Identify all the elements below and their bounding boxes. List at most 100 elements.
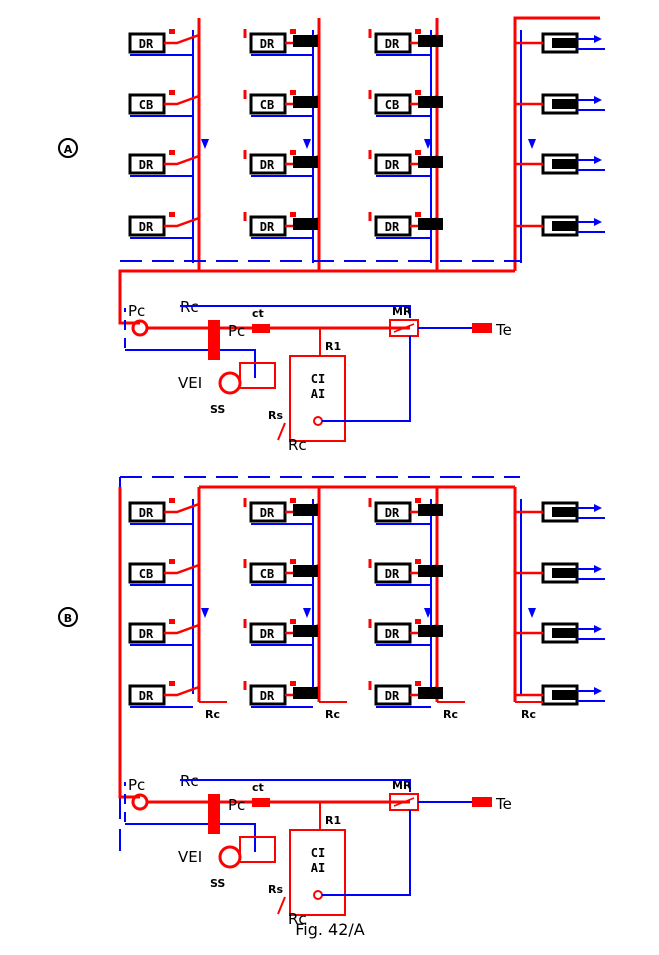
radiator-label: DR	[385, 689, 400, 703]
figure-caption: Fig. 42/A	[295, 920, 365, 939]
sensor-return	[180, 779, 411, 792]
supply-branch	[164, 563, 200, 575]
drain-stub	[277, 422, 286, 441]
riser-tag	[418, 218, 443, 230]
valve-label: Pc	[228, 796, 245, 814]
flow-arrow	[528, 139, 536, 149]
expansion-pipe	[239, 836, 276, 863]
radiator-label: CB	[385, 98, 399, 112]
valve	[290, 619, 296, 624]
radiator-label: DR	[260, 220, 275, 234]
radiator-label: DR	[139, 506, 154, 520]
controller-sensor	[313, 890, 323, 900]
radiator-label: DR	[139, 220, 154, 234]
valve	[290, 150, 296, 155]
radiator-label: DR	[385, 506, 400, 520]
radiator-label: CB	[139, 98, 153, 112]
control-valve	[252, 798, 270, 807]
valve	[415, 559, 421, 564]
te-label: Te	[495, 321, 512, 339]
valve	[290, 212, 296, 217]
valve	[169, 681, 175, 686]
expansion-vessel	[218, 371, 242, 395]
radiator-label: DR	[385, 220, 400, 234]
expansion-pipe	[239, 362, 276, 389]
panel-marker-label: A	[64, 143, 73, 156]
riser-tag	[293, 218, 318, 230]
supply-header	[513, 16, 600, 30]
supply-branch	[164, 502, 200, 514]
supply-branch	[164, 685, 200, 697]
riser-tag	[293, 625, 318, 637]
supply-main	[118, 269, 199, 325]
ct-label: ct	[252, 307, 264, 320]
rc-label: Rc	[288, 910, 307, 928]
valve	[415, 681, 421, 686]
radiator-label: DR	[260, 37, 275, 51]
mixing-valve-mark	[393, 323, 415, 333]
radiator-label: DR	[260, 506, 275, 520]
valve	[169, 212, 175, 217]
rs-label: Rs	[268, 883, 283, 896]
radiator-label: DR	[385, 627, 400, 641]
return-label: Rc	[205, 708, 220, 721]
radiator-label: DR	[260, 689, 275, 703]
flow-arrow	[594, 565, 602, 573]
controller-line-2: AI	[311, 387, 325, 401]
valve-label: Pc	[228, 322, 245, 340]
radiator-fill	[552, 38, 576, 48]
flow-arrow	[594, 504, 602, 512]
panel-marker-label: B	[64, 612, 72, 625]
flow-arrow	[594, 625, 602, 633]
supply-branch	[164, 623, 200, 635]
rs-label: Rs	[268, 409, 283, 422]
riser-tag	[418, 156, 443, 168]
radiator-fill	[552, 690, 576, 700]
radiator-fill	[552, 628, 576, 638]
r1-label: R1	[325, 340, 341, 353]
flow-arrow	[594, 687, 602, 695]
radiator-label: DR	[385, 158, 400, 172]
boiler	[208, 320, 220, 360]
radiator-label: DR	[139, 158, 154, 172]
riser-tag	[418, 504, 443, 516]
flow-arrow	[303, 139, 311, 149]
radiator-label: DR	[139, 689, 154, 703]
valve	[415, 498, 421, 503]
radiator-label: CB	[260, 98, 274, 112]
return-label: Rc	[325, 708, 340, 721]
radiator-label: DR	[260, 158, 275, 172]
flow-arrow	[594, 35, 602, 43]
return-label: Rc	[443, 708, 458, 721]
valve	[290, 681, 296, 686]
sensor-wire	[322, 336, 411, 422]
valve	[415, 29, 421, 34]
mr-label: MR	[392, 305, 412, 318]
valve	[290, 90, 296, 95]
flow-arrow	[424, 608, 432, 618]
valve	[169, 90, 175, 95]
controller-line-2: AI	[311, 861, 325, 875]
vei-label: VEI	[178, 374, 202, 392]
riser-tag	[418, 687, 443, 699]
controller-line-1: CI	[311, 372, 325, 386]
valve	[169, 150, 175, 155]
flow-arrow	[528, 608, 536, 618]
pump-label: Pc	[128, 776, 145, 794]
radiator-label: DR	[385, 567, 400, 581]
rc-label: Rc	[288, 436, 307, 454]
panel-marker-circle	[58, 138, 78, 158]
controller-line-1: CI	[311, 846, 325, 860]
drain-stub	[277, 896, 286, 915]
riser-tag	[293, 504, 318, 516]
valve	[169, 498, 175, 503]
r1-label: R1	[325, 814, 341, 827]
return-label: Rc	[521, 708, 536, 721]
vei-label: VEI	[178, 848, 202, 866]
controller-box	[289, 829, 346, 916]
riser-tag	[293, 35, 318, 47]
flow-arrow	[303, 608, 311, 618]
valve	[169, 29, 175, 34]
riser-tag	[418, 35, 443, 47]
controller-sensor	[313, 416, 323, 426]
